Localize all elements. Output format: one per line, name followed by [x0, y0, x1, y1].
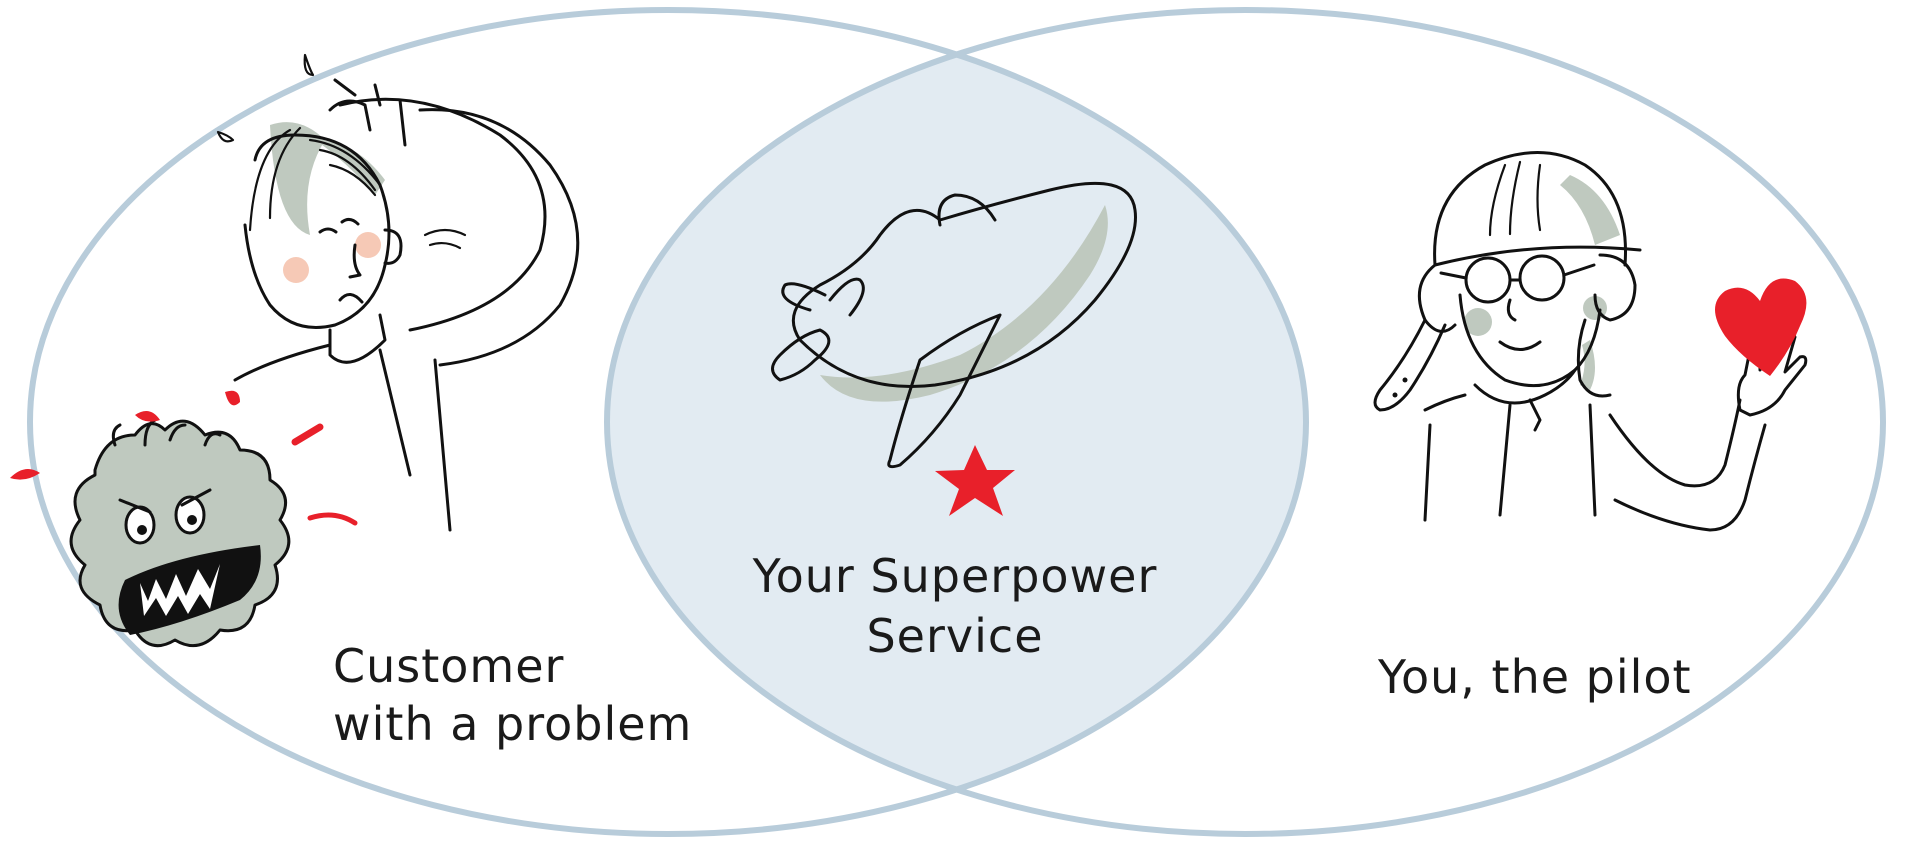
right-label-line-1: You, the pilot: [1377, 650, 1692, 704]
heart-icon: [1715, 278, 1807, 376]
left-label: Customer with a problem: [333, 639, 692, 751]
angry-germ-icon: [10, 390, 358, 648]
left-label-line-2: with a problem: [333, 697, 692, 751]
left-circle: [27, 7, 1309, 837]
center-label-line-2: Service: [866, 609, 1043, 663]
airplane-icon: [771, 181, 1137, 469]
left-label-line-1: Customer: [333, 639, 564, 693]
pilot-icon: [1373, 151, 1808, 532]
right-label: You, the pilot: [1377, 650, 1692, 704]
center-label-line-1: Your Superpower: [752, 549, 1158, 603]
right-circle: [604, 7, 1886, 837]
worried-customer-icon: [216, 53, 580, 532]
center-label: Your Superpower Service: [752, 549, 1158, 663]
star-icon: [935, 445, 1015, 516]
overlap-region: [607, 10, 1306, 834]
